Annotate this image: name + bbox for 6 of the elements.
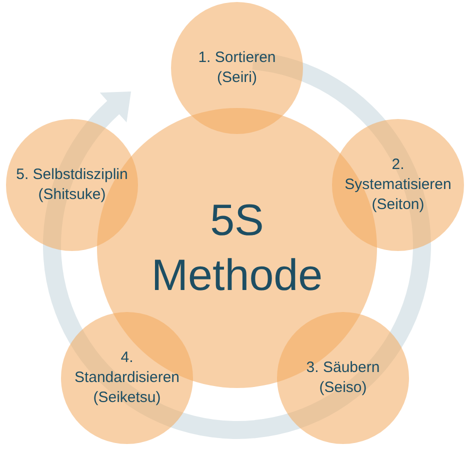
step-label: 4. Standardisieren (Seiketsu) bbox=[73, 348, 181, 408]
step-label: 5. Selbstdisziplin (Shitsuke) bbox=[15, 164, 129, 205]
step-label: 1. Sortieren (Seiri) bbox=[197, 48, 277, 88]
step-label: 3. Säubern (Seiso) bbox=[305, 358, 381, 398]
step-label: 2. Systematisieren (Seiton) bbox=[344, 154, 452, 216]
title-text: 5S Methode bbox=[150, 195, 324, 302]
